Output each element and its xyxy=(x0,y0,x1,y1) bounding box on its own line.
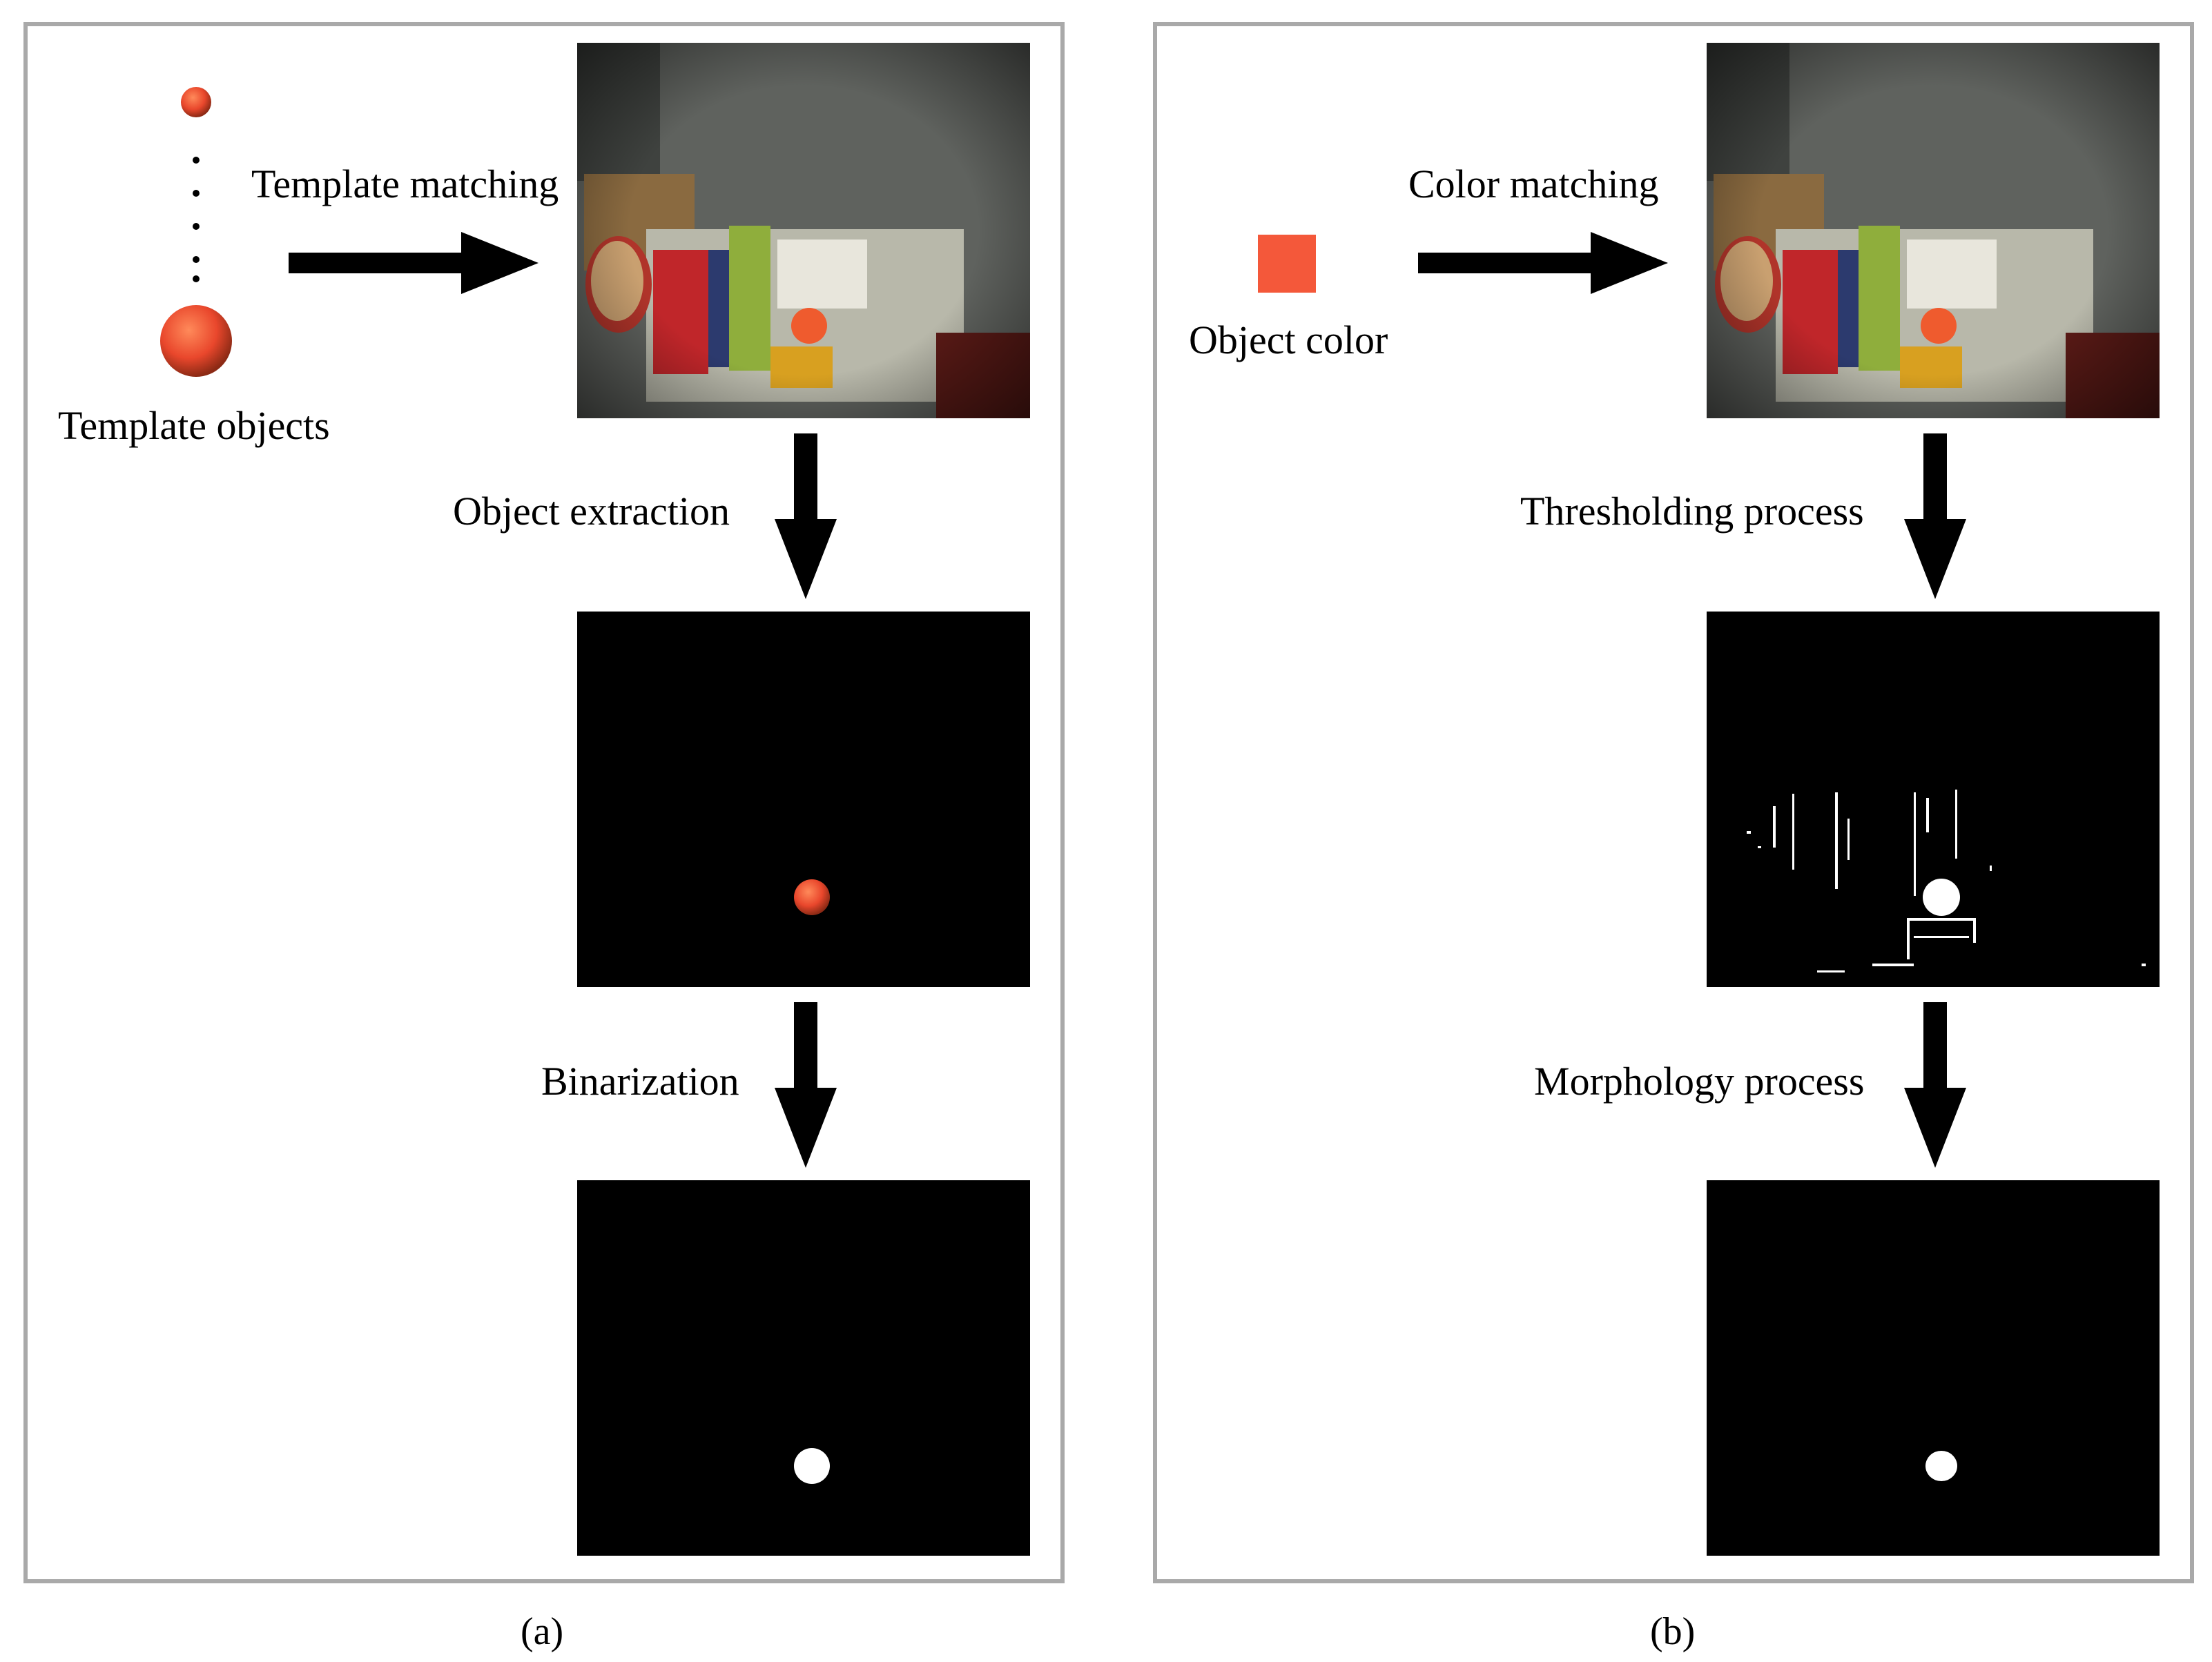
template-objects-label: Template objects xyxy=(58,403,330,448)
morphology-process-label: Morphology process xyxy=(1534,1059,1865,1104)
scene-photo xyxy=(1707,43,2160,418)
binarization-label: Binarization xyxy=(541,1059,739,1104)
extracted-object-image xyxy=(577,612,1030,987)
binary-blob xyxy=(794,1448,830,1484)
down-arrow-icon xyxy=(1904,1002,1966,1168)
large-template-ball xyxy=(160,305,232,377)
thresholding-process-label: Thresholding process xyxy=(1520,489,1864,534)
thresholded-image xyxy=(1707,612,2160,987)
object-color-swatch xyxy=(1258,235,1316,293)
small-template-ball xyxy=(181,87,211,117)
down-arrow-icon xyxy=(775,433,837,599)
object-color-label: Object color xyxy=(1189,317,1388,362)
right-arrow-icon xyxy=(1418,232,1668,294)
template-matching-label: Template matching xyxy=(251,162,559,206)
template-objects-icon xyxy=(160,87,232,377)
thresholded-blob xyxy=(1923,879,1960,916)
binarized-image xyxy=(577,1180,1030,1556)
caption-a: (a) xyxy=(521,1610,564,1653)
down-arrow-icon xyxy=(775,1002,837,1168)
extracted-ball xyxy=(794,879,830,915)
color-matching-label: Color matching xyxy=(1408,162,1659,206)
right-arrow-icon xyxy=(289,232,539,294)
morphology-image xyxy=(1707,1180,2160,1556)
morphology-blob xyxy=(1925,1451,1957,1481)
caption-b: (b) xyxy=(1650,1610,1696,1653)
object-extraction-label: Object extraction xyxy=(453,489,730,534)
scene-photo xyxy=(577,43,1030,418)
down-arrow-icon xyxy=(1904,433,1966,599)
